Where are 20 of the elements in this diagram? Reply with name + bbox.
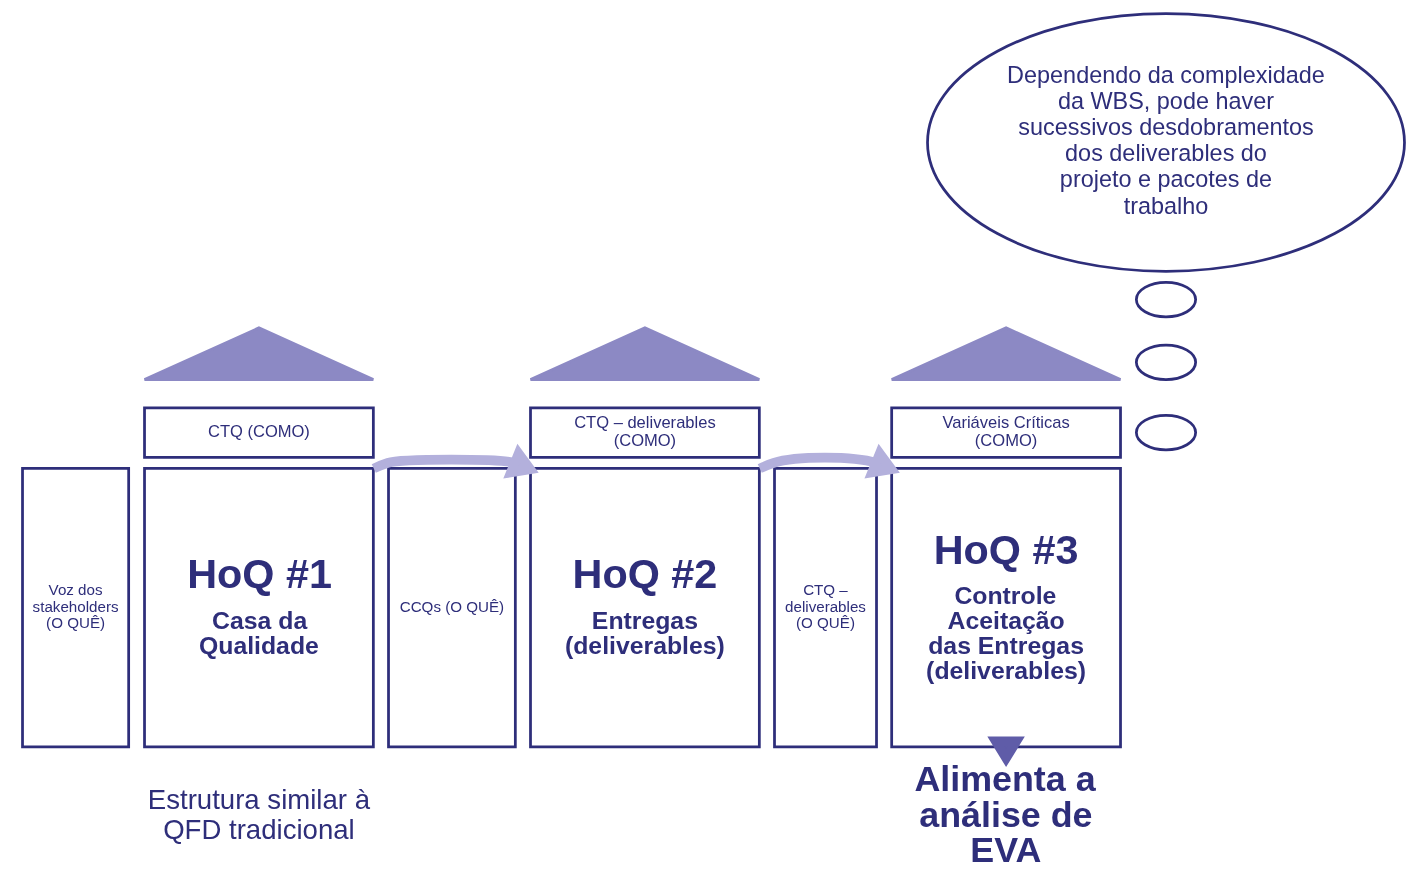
node-box: Variáveis Críticas (COMO) xyxy=(889,406,1122,459)
arrow xyxy=(986,736,1025,768)
node-ellipse xyxy=(1134,280,1197,319)
label: Estrutura similar à QFD tradicional xyxy=(147,783,370,846)
node-triangle xyxy=(528,326,761,381)
node-box: CTQ – deliverables (O QUÊ) xyxy=(772,467,878,749)
node-ellipse xyxy=(1134,343,1197,381)
node-ellipse: Dependendo da complexidade da WBS, pode haver sucessivos desdobramentos dos deliverables do projeto e pacotes de trabalho xyxy=(925,12,1406,273)
node-box: CTQ – deliverables (COMO) xyxy=(528,406,761,459)
node-ellipse xyxy=(1134,414,1197,452)
node-box: CTQ (COMO) xyxy=(142,406,375,459)
node-triangle xyxy=(142,326,375,381)
node-box: HoQ #1 Casa da Qualidade xyxy=(142,467,375,749)
node-box: HoQ #2 Entregas (deliverables) xyxy=(528,467,761,749)
node-box: Voz dos stakeholders (O QUÊ) xyxy=(20,467,130,749)
arrow xyxy=(757,443,900,479)
node-text: Alimenta a análise de EVA xyxy=(913,758,1096,871)
node-box: CCQs (O QUÊ) xyxy=(386,467,517,749)
node-triangle xyxy=(889,326,1122,381)
arrow xyxy=(371,443,539,479)
